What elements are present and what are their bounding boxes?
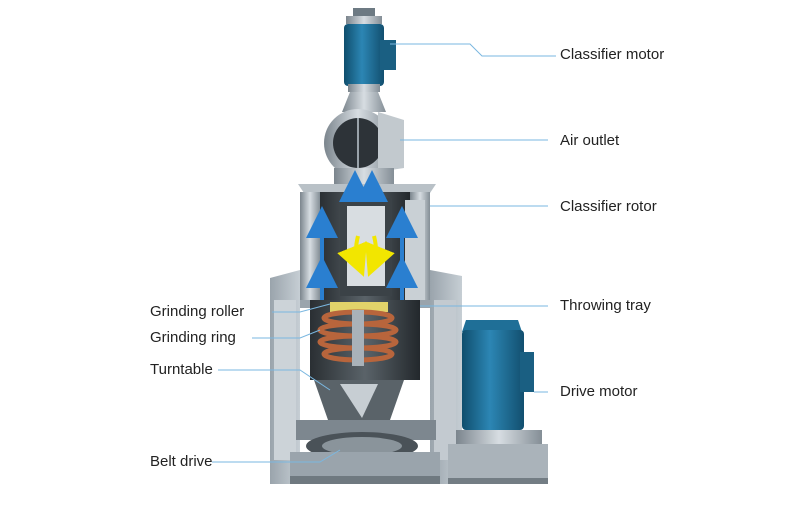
label-throwing-tray: Throwing tray (560, 297, 651, 314)
belt-drive-base (290, 420, 440, 484)
label-grinding-ring: Grinding ring (150, 329, 236, 346)
label-belt-drive: Belt drive (150, 453, 213, 470)
grinding-chamber (310, 300, 420, 380)
label-drive-motor: Drive motor (560, 383, 638, 400)
label-air-outlet: Air outlet (560, 132, 620, 149)
label-classifier-rotor: Classifier rotor (560, 198, 657, 215)
label-grinding-roller: Grinding roller (150, 303, 245, 320)
drive-motor-body (448, 320, 548, 484)
material-arrows (337, 235, 395, 277)
air-outlet-part (324, 109, 404, 184)
classifier-motor-body (342, 8, 396, 112)
label-classifier-motor: Classifier motor (560, 46, 665, 63)
label-turntable: Turntable (150, 361, 213, 378)
classifier-housing (298, 184, 436, 302)
turntable-part (314, 380, 404, 420)
airflow-arrows (306, 170, 418, 300)
leader-lines (212, 43, 556, 463)
